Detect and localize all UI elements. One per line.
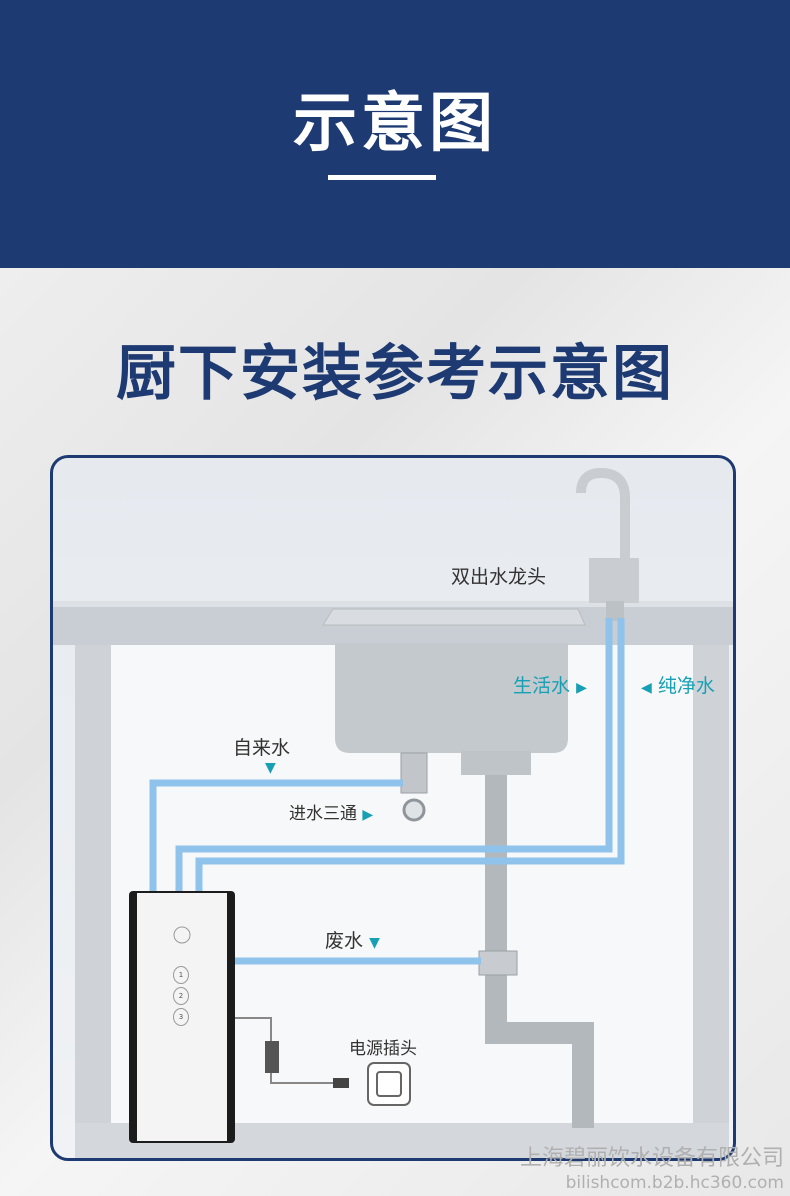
plug xyxy=(333,1078,349,1088)
power-cord xyxy=(235,1017,333,1084)
installation-diagram: 双出水龙头 生活水 ▶ ◀ 纯净水 自来水 ▼ 进水三通 ▶ 废水 ▼ 电源插头… xyxy=(50,455,736,1161)
cabinet-wall-right xyxy=(693,645,729,1158)
watermark-company: 上海碧丽饮水设备有限公司 xyxy=(519,1146,784,1171)
unit-button-2[interactable]: 2 xyxy=(173,987,189,1005)
arrow-right-icon: ▶ xyxy=(362,807,374,823)
watermark-url: bilishcom.b2b.hc360.com xyxy=(565,1173,784,1193)
faucet xyxy=(576,467,630,563)
inlet-tee-text: 进水三通 xyxy=(289,804,357,824)
title-underline xyxy=(328,175,436,180)
pure-water-text: 纯净水 xyxy=(657,675,715,697)
label-pure-water: ◀ 纯净水 xyxy=(641,671,715,698)
pure-water-pipe xyxy=(195,618,625,893)
water-pipes xyxy=(149,618,625,965)
waste-water-text: 废水 xyxy=(325,930,364,952)
domestic-water-text: 生活水 xyxy=(513,675,571,697)
label-inlet-tee: 进水三通 ▶ xyxy=(289,799,373,824)
label-faucet: 双出水龙头 xyxy=(451,566,547,588)
arrow-down-icon: ▼ xyxy=(265,760,276,776)
header-banner: 示意图 xyxy=(0,0,790,268)
arrow-left-icon: ◀ xyxy=(641,680,652,696)
inlet-tee xyxy=(400,752,428,794)
arrow-right-icon: ▶ xyxy=(576,680,587,696)
label-tap-water: 自来水 xyxy=(233,737,291,759)
cabinet-wall-left xyxy=(75,645,111,1158)
sink-basin xyxy=(335,643,568,753)
label-domestic-water: 生活水 ▶ xyxy=(513,671,587,698)
arrow-down-icon: ▼ xyxy=(369,935,380,951)
unit-buttons: 1 2 3 xyxy=(173,963,189,1029)
label-power-plug: 电源插头 xyxy=(349,1039,417,1059)
drain-pipe xyxy=(485,775,594,1128)
power-socket xyxy=(367,1062,411,1106)
sink-rim xyxy=(322,608,586,626)
tap-water-pipe xyxy=(149,779,403,893)
label-waste-water: 废水 ▼ xyxy=(325,926,380,953)
unit-button-1[interactable]: 1 xyxy=(173,966,189,984)
page-title: 示意图 xyxy=(293,87,497,161)
diagram-subtitle: 厨下安装参考示意图 xyxy=(116,339,674,409)
diagram-drawing xyxy=(53,467,733,1158)
power-adapter xyxy=(265,1041,279,1073)
drain-clamp xyxy=(478,950,518,976)
domestic-water-pipe xyxy=(175,618,613,893)
unit-button-3[interactable]: 3 xyxy=(173,1008,189,1026)
